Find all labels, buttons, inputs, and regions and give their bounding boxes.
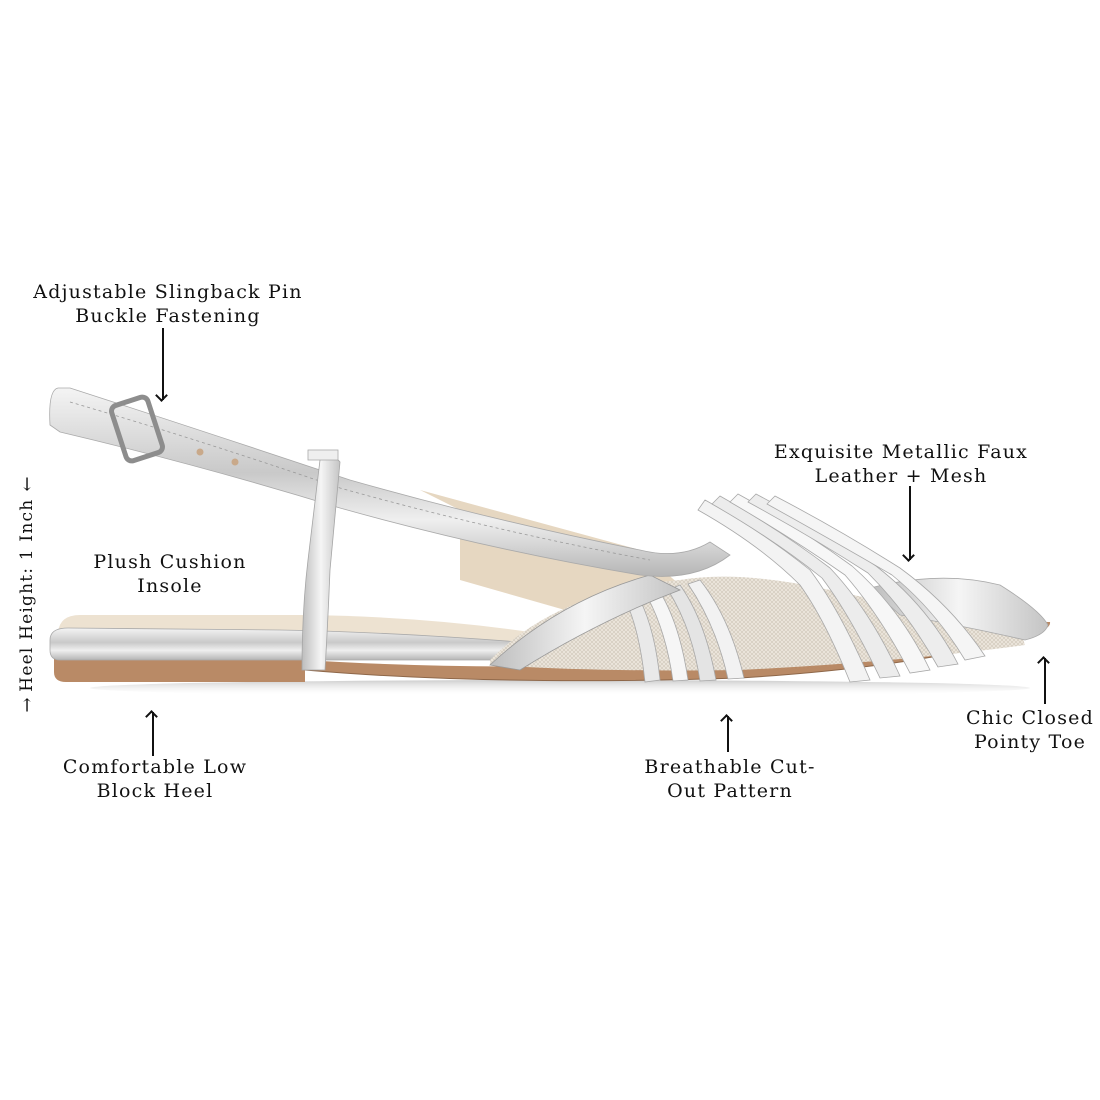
annotation-heel-line2: Block Heel (96, 780, 214, 802)
annotation-toe-line1: Chic Closed (966, 707, 1094, 729)
annotation-insole-line1: Plush Cushion (93, 551, 247, 573)
toe-arrow-icon (1044, 658, 1046, 704)
material-arrow-icon (909, 486, 911, 560)
annotation-material-line1: Exquisite Metallic Faux (773, 441, 1029, 463)
annotation-insole: Plush Cushion Insole (80, 550, 260, 598)
annotation-cutout-line1: Breathable Cut- (644, 756, 816, 778)
annotation-heel: Comfortable Low Block Heel (50, 755, 260, 803)
buckle-arrow-icon (162, 328, 164, 400)
cutout-arrow-icon (727, 716, 729, 752)
annotation-buckle-line1: Adjustable Slingback Pin (33, 281, 303, 303)
shoe-image (49, 387, 1051, 696)
annotation-heel-line1: Comfortable Low (62, 756, 248, 778)
annotation-cutout-line2: Out Pattern (667, 780, 793, 802)
annotation-insole-line2: Insole (137, 575, 203, 597)
annotation-buckle: Adjustable Slingback Pin Buckle Fastenin… (30, 280, 306, 328)
annotation-toe: Chic Closed Pointy Toe (958, 706, 1100, 754)
heel-height-start-arrow-icon: ↑ (18, 695, 36, 717)
heel-height-label: ↑ Heel Height: 1 Inch ↓ (12, 452, 42, 717)
heel-arrow-icon (152, 712, 154, 756)
annotation-buckle-line2: Buckle Fastening (75, 305, 261, 327)
annotation-cutout: Breathable Cut- Out Pattern (630, 755, 830, 803)
heel-height-text: Heel Height: 1 Inch (17, 498, 37, 692)
annotation-toe-line2: Pointy Toe (973, 731, 1087, 753)
annotation-material: Exquisite Metallic Faux Leather + Mesh (765, 440, 1037, 488)
heel-height-end-arrow-icon: ↓ (18, 473, 36, 495)
annotation-material-line2: Leather + Mesh (814, 465, 988, 487)
